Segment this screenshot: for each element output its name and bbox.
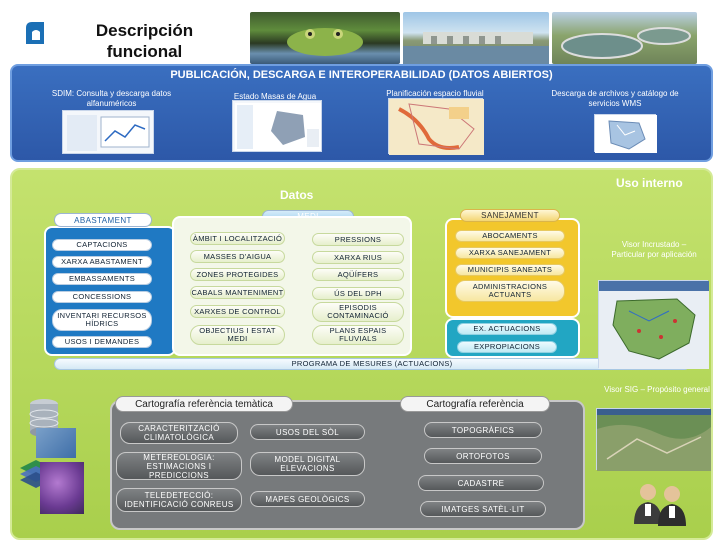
sanejament-item-abocaments[interactable]: ABOCAMENTS	[455, 230, 565, 242]
users-icon	[634, 484, 686, 526]
carto-item-metereologia[interactable]: METEREOLOGIA: ESTIMACIONS I PREDICCIONS	[116, 452, 242, 480]
medi-item-xarxa-rius[interactable]: XARXA RIUS	[312, 251, 404, 264]
sanejament-item-administracions[interactable]: ADMINISTRACIONS ACTUANTS	[455, 280, 565, 302]
sanejament-item-municipis[interactable]: MUNICIPIS SANEJATS	[455, 264, 565, 276]
carto-referencia-header[interactable]: Cartografía referència	[400, 396, 550, 412]
carto-item-teledeteccio[interactable]: TELEDETECCIÓ: IDENTIFICACIÓ CONREUS	[116, 488, 242, 512]
visor-sig-thumbnail[interactable]	[596, 408, 711, 471]
treatment-plant-photo	[552, 12, 697, 64]
visor-incrustado-thumbnail[interactable]	[598, 280, 709, 369]
carto-tematica-header[interactable]: Cartografía referència temàtica	[115, 396, 293, 412]
descarga-wms-label[interactable]: Descarga de archivos y catálogo de servi…	[551, 89, 679, 108]
abastament-item-captacions[interactable]: CAPTACIONS	[52, 239, 152, 251]
publicacion-title: PUBLICACIÓN, DESCARGA E INTEROPERABILIDA…	[170, 69, 553, 81]
medi-item-aqueifers[interactable]: AQÜÍFERS	[312, 268, 404, 281]
abastament-header[interactable]: ABASTAMENT	[54, 213, 152, 227]
medi-item-plans[interactable]: PLANS ESPAIS FLUVIALS	[312, 325, 404, 345]
datos-label: Datos	[280, 188, 314, 202]
chart-thumbnail	[36, 428, 76, 458]
logo-icon	[22, 18, 50, 48]
planificacion-label[interactable]: Planificación espacio fluvial	[386, 89, 484, 98]
programa-mesures-label: PROGRAMA DE MESURES (ACTUACIONS)	[291, 359, 453, 368]
medi-item-objectius[interactable]: OBJECTIUS I ESTAT MEDI	[190, 325, 285, 345]
medi-item-masses[interactable]: MASSES D'AIGUA	[190, 250, 285, 263]
abastament-item-inventari[interactable]: INVENTARI RECURSOS HÍDRICS	[52, 309, 152, 331]
medi-item-zones[interactable]: ZONES PROTEGIDES	[190, 268, 285, 281]
sdim-thumbnail[interactable]	[62, 110, 154, 154]
medi-item-us-dph[interactable]: ÚS DEL DPH	[312, 287, 404, 300]
planificacion-thumbnail[interactable]	[388, 98, 484, 155]
dam-photo	[403, 12, 549, 64]
medi-item-cabals[interactable]: CABALS MANTENIMENT	[190, 286, 285, 299]
medi-item-episodis[interactable]: EPISODIS CONTAMINACIÓ	[312, 302, 404, 322]
carto-item-climatologica[interactable]: CARACTERITZACIÓ CLIMATOLÒGICA	[120, 422, 238, 444]
carto-item-cadastre[interactable]: CADASTRE	[418, 475, 544, 491]
visor-incrustado-label: Visor Incrustado – Particular por aplica…	[611, 240, 697, 259]
carto-item-ortofotos[interactable]: ORTOFOTOS	[424, 448, 542, 464]
flower-photo	[40, 462, 84, 514]
expropiacions-item[interactable]: EXPROPIACIONS	[457, 341, 557, 353]
medi-item-xarxes-control[interactable]: XARXES DE CONTROL	[190, 305, 285, 318]
abastament-item-embassaments[interactable]: EMBASSAMENTS	[52, 273, 152, 285]
ex-actuacions-item[interactable]: EX. ACTUACIONS	[457, 323, 557, 335]
estado-masas-thumbnail[interactable]	[232, 100, 322, 152]
medi-item-ambit[interactable]: ÀMBIT I LOCALITZACIÓ	[190, 232, 285, 245]
medi-item-pressions[interactable]: PRESSIONS	[312, 233, 404, 246]
frog-photo	[250, 12, 400, 64]
wms-thumbnail[interactable]	[594, 114, 657, 153]
estado-masas-label[interactable]: Estado Masas de Agua	[233, 92, 317, 101]
abastament-item-xarxa[interactable]: XARXA ABASTAMENT	[52, 256, 152, 268]
carto-item-topografics[interactable]: TOPOGRÀFICS	[424, 422, 542, 438]
sanejament-item-xarxa[interactable]: XARXA SANEJAMENT	[455, 247, 565, 259]
sdim-label[interactable]: SDIM: Consulta y descarga datos alfanumé…	[51, 89, 172, 108]
carto-item-usos-sol[interactable]: USOS DEL SÒL	[250, 424, 365, 440]
abastament-item-concessions[interactable]: CONCESSIONS	[52, 291, 152, 303]
carto-item-satellit[interactable]: IMATGES SATÈL·LIT	[420, 501, 546, 517]
sanejament-header[interactable]: SANEJAMENT	[460, 209, 560, 222]
abastament-item-usos[interactable]: USOS I DEMANDES	[52, 336, 152, 348]
page-title: Descripción funcional	[95, 21, 194, 61]
carto-item-geologics[interactable]: MAPES GEOLÒGICS	[250, 491, 365, 507]
visor-sig-label: Visor SIG – Propósito general	[604, 385, 710, 394]
carto-item-mde[interactable]: MODEL DIGITAL ELEVACIONS	[250, 452, 365, 476]
uso-interno-label: Uso interno	[616, 176, 683, 190]
programa-mesures-bar[interactable]: PROGRAMA DE MESURES (ACTUACIONS)	[54, 358, 690, 370]
